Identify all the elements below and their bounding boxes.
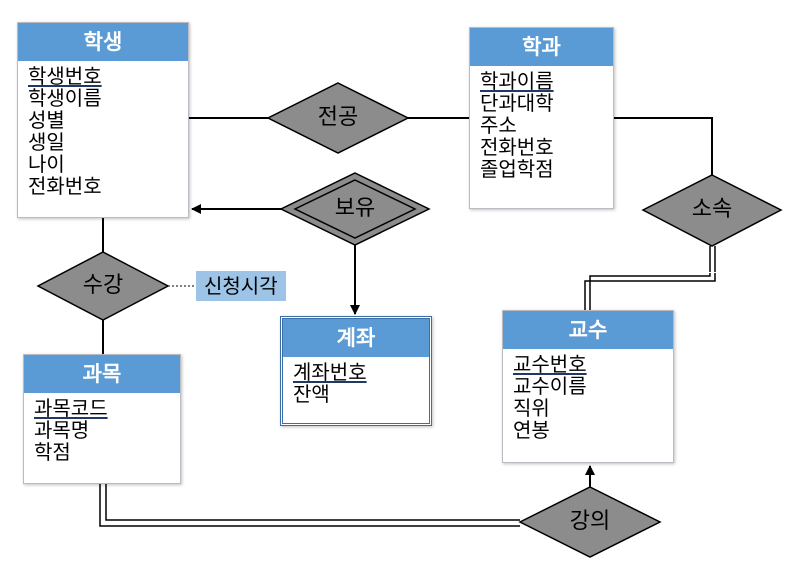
attribute-student-phone: 전화번호 — [28, 174, 102, 198]
relationship-major-label: 전공 — [317, 105, 359, 130]
connector-course-lecture-inner — [105, 484, 520, 521]
entity-course-title: 과목 — [24, 355, 180, 393]
entity-department-attributes: 학과이름 단과대학 주소 전화번호 졸업학점 — [470, 66, 613, 180]
relationship-owns-inner-shape — [293, 179, 417, 239]
attribute-department-address: 주소 — [480, 113, 517, 137]
relationship-enroll-shape[interactable] — [36, 251, 170, 321]
attribute-account-balance: 잔액 — [293, 382, 330, 406]
entity-student-attributes: 학생번호 학생이름 성별 생일 나이 전화번호 — [18, 61, 188, 197]
relationship-major-shape[interactable] — [266, 82, 410, 154]
attribute-department-college: 단과대학 — [480, 91, 554, 115]
entity-professor-attributes: 교수번호 교수이름 직위 연봉 — [503, 349, 673, 441]
entity-account-title: 계좌 — [283, 319, 429, 357]
entity-student[interactable]: 학생 학생번호 학생이름 성별 생일 나이 전화번호 — [17, 22, 189, 218]
attribute-department-credits: 졸업학점 — [480, 157, 554, 181]
relationship-owns-shape[interactable] — [279, 172, 431, 246]
attribute-course-code: 과목코드 — [34, 396, 108, 420]
attribute-account-number: 계좌번호 — [293, 360, 367, 384]
entity-student-title: 학생 — [18, 23, 188, 61]
entity-professor-title: 교수 — [503, 311, 673, 349]
entity-account-attributes: 계좌번호 잔액 — [283, 357, 429, 405]
connector-belongs-professor-inner — [589, 246, 711, 310]
relationship-owns-label: 보유 — [334, 196, 376, 221]
relationship-enroll-label: 수강 — [82, 273, 124, 298]
attribute-course-credits: 학점 — [34, 440, 71, 464]
attribute-professor-salary: 연봉 — [513, 418, 550, 442]
relationship-lecture-label: 강의 — [569, 509, 611, 534]
connector-department-belongs — [602, 117, 713, 175]
attribute-student-id: 학생번호 — [28, 64, 102, 88]
attribute-student-birthday: 생일 — [28, 130, 65, 154]
connector-course-lecture-outer — [99, 484, 520, 527]
attribute-professor-id: 교수번호 — [513, 352, 587, 376]
entity-course-attributes: 과목코드 과목명 학점 — [24, 393, 180, 463]
relationship-lecture-shape[interactable] — [518, 486, 662, 558]
entity-account[interactable]: 계좌 계좌번호 잔액 — [280, 316, 432, 426]
attribute-student-gender: 성별 — [28, 108, 65, 132]
attribute-professor-name: 교수이름 — [513, 374, 587, 398]
attribute-student-age: 나이 — [28, 152, 65, 176]
attribute-department-name: 학과이름 — [480, 69, 554, 93]
attribute-course-name: 과목명 — [34, 418, 90, 442]
entity-professor[interactable]: 교수 교수번호 교수이름 직위 연봉 — [502, 310, 674, 463]
entity-department[interactable]: 학과 학과이름 단과대학 주소 전화번호 졸업학점 — [469, 27, 614, 209]
attribute-professor-position: 직위 — [513, 396, 550, 420]
attribute-department-phone: 전화번호 — [480, 135, 554, 159]
enroll-time-attribute[interactable]: 신청시각 — [196, 271, 286, 301]
connector-belongs-professor-outer — [584, 246, 716, 310]
entity-department-title: 학과 — [470, 28, 613, 66]
entity-course[interactable]: 과목 과목코드 과목명 학점 — [23, 354, 181, 484]
relationship-belongs-shape[interactable] — [641, 174, 783, 247]
attribute-student-name: 학생이름 — [28, 86, 102, 110]
relationship-belongs-label: 소속 — [691, 197, 733, 222]
